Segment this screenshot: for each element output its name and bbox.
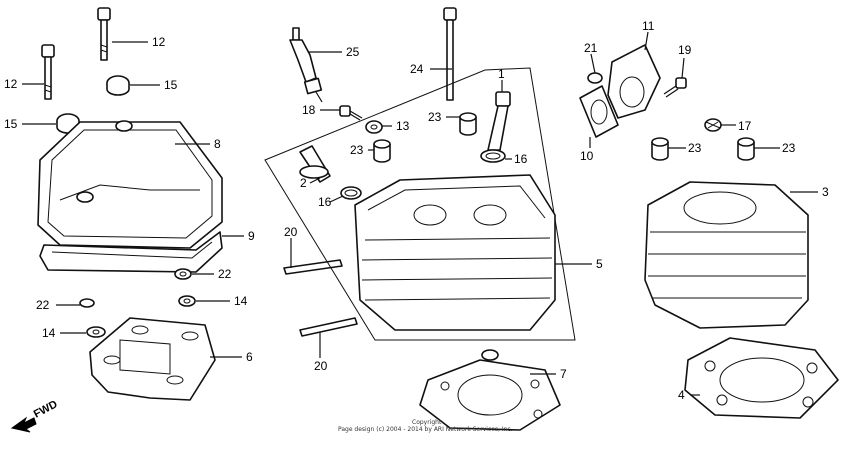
dowel-23-right-b: [737, 137, 755, 161]
label-4: 4: [678, 388, 685, 402]
dowel-23-upper: [459, 112, 477, 136]
stud-20-lower: [299, 317, 358, 337]
valve-guide-1: [487, 91, 511, 151]
o-ring-16-right: [480, 149, 506, 163]
nut-21: [587, 72, 603, 84]
leader-lines: [22, 31, 818, 396]
cylinder-head-gasket-7: [419, 349, 561, 431]
nut-22-left: [79, 298, 95, 308]
stud-20-upper: [283, 259, 343, 275]
label-23-right-b: 23: [782, 141, 796, 155]
label-8: 8: [214, 137, 221, 151]
label-20-lower: 20: [314, 359, 328, 373]
label-3: 3: [822, 185, 829, 199]
label-12-left: 12: [4, 77, 18, 91]
washer-14-right: [178, 295, 196, 307]
label-23-upper: 23: [428, 110, 442, 124]
copyright-line-2: Page design (c) 2004 - 2014 by ARI Netwo…: [338, 426, 513, 433]
head-cover-8: [37, 120, 223, 249]
label-5: 5: [596, 257, 603, 271]
cylinder-base-gasket-4: [684, 337, 839, 419]
head-cover-gasket-9: [39, 231, 223, 273]
label-20-upper: 20: [284, 225, 298, 239]
part-labels: 12 12 15 15 8 9 22 22 14 14 6 25 18 13 2…: [4, 19, 829, 402]
label-17: 17: [738, 119, 752, 133]
forward-direction-label: FWD: [32, 398, 60, 420]
bolt-12-left: [41, 44, 55, 100]
label-2: 2: [300, 176, 307, 190]
label-23-mid: 23: [350, 143, 364, 157]
label-1: 1: [498, 67, 505, 81]
camshaft-holder-6: [89, 317, 216, 401]
label-18: 18: [302, 103, 316, 117]
washer-13: [365, 120, 383, 134]
label-15-right: 15: [164, 78, 178, 92]
dowel-23-right-a: [651, 137, 669, 161]
label-14-left: 14: [42, 326, 56, 340]
label-9: 9: [248, 229, 255, 243]
cap-15-right: [106, 75, 130, 96]
dowel-23-mid: [373, 139, 391, 163]
label-13: 13: [396, 119, 410, 133]
copyright-line-1: Copyright: [412, 419, 442, 426]
cylinder-3: [644, 181, 809, 329]
forward-arrow-icon: [10, 416, 37, 433]
label-15-left: 15: [4, 117, 18, 131]
label-16-left: 16: [318, 195, 332, 209]
label-24: 24: [410, 62, 424, 76]
bolt-18: [339, 105, 363, 121]
bolt-12-upper: [97, 7, 111, 61]
o-ring-16-left: [340, 186, 362, 200]
cylinder-head-5: [264, 67, 576, 341]
label-6: 6: [246, 350, 253, 364]
label-25: 25: [346, 45, 360, 59]
label-21: 21: [584, 41, 598, 55]
valve-guide-2: [299, 145, 331, 183]
label-12-upper: 12: [152, 35, 166, 49]
bolt-19: [663, 77, 687, 98]
insulator-10: [579, 85, 619, 138]
spark-plug-25: [289, 27, 323, 103]
label-7: 7: [560, 367, 567, 381]
stud-24: [443, 7, 457, 101]
intake-pipe-11: [607, 44, 661, 119]
label-16-right: 16: [514, 152, 528, 166]
washer-14-left: [86, 326, 106, 338]
label-10: 10: [580, 149, 594, 163]
label-19: 19: [678, 43, 692, 57]
label-22-left: 22: [36, 298, 50, 312]
label-14-right: 14: [234, 294, 248, 308]
label-23-right-a: 23: [688, 141, 702, 155]
nut-22-right: [174, 268, 192, 280]
label-22-right: 22: [218, 267, 232, 281]
cap-nut-17: [704, 118, 722, 132]
label-11: 11: [642, 19, 655, 33]
